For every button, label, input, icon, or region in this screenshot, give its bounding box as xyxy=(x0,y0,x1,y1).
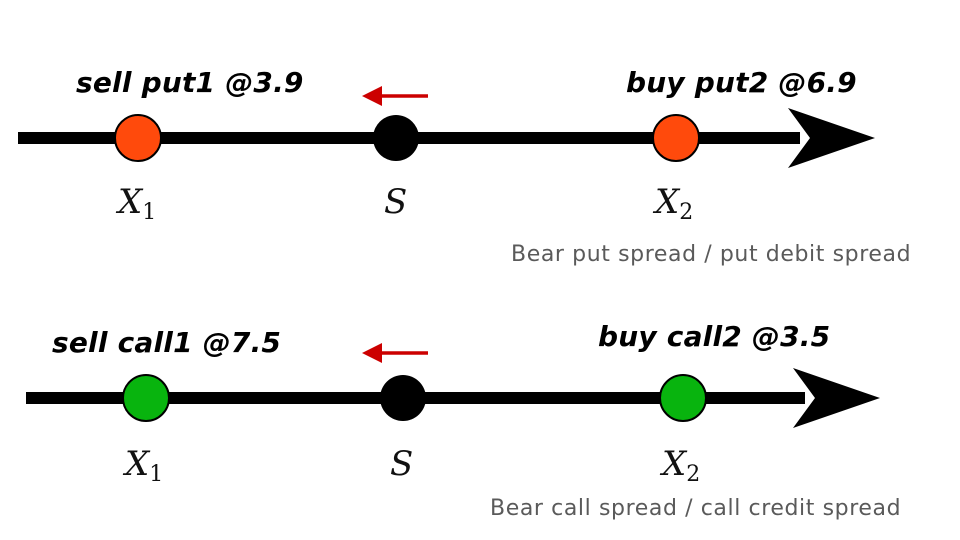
top-x2-label: X2 xyxy=(655,182,693,225)
top-strike-x2-node xyxy=(652,114,700,162)
bottom-strike-x1-node xyxy=(122,374,170,422)
top-x1-symbol: X xyxy=(118,182,143,222)
top-x1-label: X1 xyxy=(118,182,156,225)
bottom-s-label: S xyxy=(390,444,414,484)
top-strike-x1-node xyxy=(114,114,162,162)
bottom-caption: Bear call spread / call credit spread xyxy=(490,496,902,521)
top-caption: Bear put spread / put debit spread xyxy=(511,242,912,267)
top-direction-arrow-icon xyxy=(362,86,428,106)
bottom-strike-x2-node xyxy=(659,374,707,422)
top-axis-arrowhead xyxy=(788,108,875,168)
top-s-label: S xyxy=(384,182,408,222)
bottom-spot-node xyxy=(380,375,426,421)
top-left-trade-label: sell put1 @3.9 xyxy=(76,66,304,99)
bottom-left-trade-label: sell call1 @7.5 xyxy=(52,326,282,359)
bottom-axis-arrowhead xyxy=(793,368,880,428)
top-x2-symbol: X xyxy=(655,182,680,222)
bottom-x1-label: X1 xyxy=(125,444,163,487)
bottom-x2-subscript: 2 xyxy=(686,462,701,487)
bottom-number-line xyxy=(26,343,880,428)
bottom-x1-symbol: X xyxy=(125,444,150,484)
bottom-x2-symbol: X xyxy=(662,444,687,484)
bottom-direction-arrow-icon xyxy=(362,343,428,363)
top-number-line xyxy=(18,86,875,168)
bottom-right-trade-label: buy call2 @3.5 xyxy=(598,320,831,353)
top-right-trade-label: buy put2 @6.9 xyxy=(626,66,857,99)
top-x1-subscript: 1 xyxy=(142,200,157,225)
bottom-x2-label: X2 xyxy=(662,444,700,487)
top-x2-subscript: 2 xyxy=(679,200,694,225)
bottom-x1-subscript: 1 xyxy=(149,462,164,487)
top-spot-node xyxy=(373,115,419,161)
